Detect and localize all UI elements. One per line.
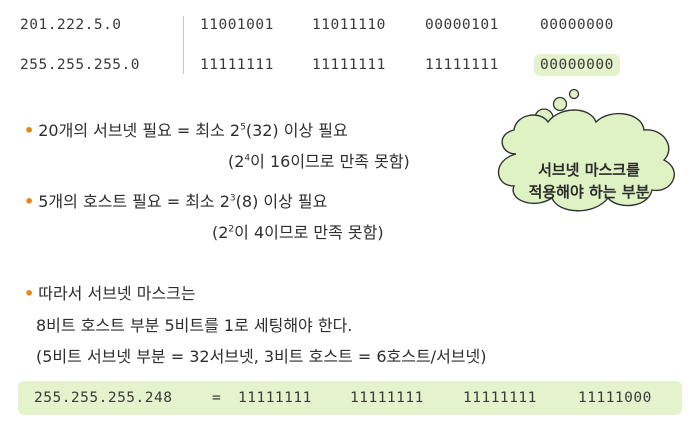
bullet-hosts: •5개의 호스트 필요 = 최소 23(8) 이상 필요 bbox=[24, 192, 328, 211]
bullet-dot: • bbox=[24, 121, 35, 140]
ip-decimal: 201.222.5.0 bbox=[20, 17, 122, 33]
result-bits-octet-1: 11111111 bbox=[238, 390, 312, 406]
bullet-dot: • bbox=[24, 192, 35, 211]
callout-text: 서브넷 마스크를 적용해야 하는 부분 bbox=[528, 161, 650, 201]
table-divider bbox=[183, 16, 184, 74]
ip-bits-octet-1: 11001001 bbox=[200, 17, 274, 33]
bullet-conclusion-line3: (5비트 서브넷 부분 = 32서브넷, 3비트 호스트 = 6호스트/서브넷) bbox=[36, 347, 487, 366]
result-equals: = bbox=[212, 390, 222, 406]
ip-bits-octet-4: 00000000 bbox=[540, 17, 614, 33]
cloud-callout-shape bbox=[498, 88, 675, 212]
mask-bits-octet-3: 11111111 bbox=[425, 57, 499, 73]
result-bar bbox=[18, 381, 682, 415]
mask-bits-octet-4-highlighted: 00000000 bbox=[534, 54, 620, 76]
result-decimal: 255.255.255.248 bbox=[34, 390, 173, 406]
bullet-subnets: •20개의 서브넷 필요 = 최소 25(32) 이상 필요 bbox=[24, 121, 348, 140]
bullet-hosts-note: (22이 4이므로 만족 못함) bbox=[212, 223, 384, 242]
mask-decimal: 255.255.255.0 bbox=[20, 57, 140, 73]
result-bits-octet-3: 11111111 bbox=[463, 390, 537, 406]
mask-bits-octet-1: 11111111 bbox=[200, 57, 274, 73]
result-bits-octet-4: 11111000 bbox=[578, 390, 652, 406]
mask-bits-octet-2: 11111111 bbox=[312, 57, 386, 73]
bullet-dot: • bbox=[24, 284, 35, 303]
ip-bits-octet-2: 11011110 bbox=[312, 17, 386, 33]
bullet-subnets-note: (24이 16이므로 만족 못함) bbox=[228, 152, 410, 171]
ip-bits-octet-3: 00000101 bbox=[425, 17, 499, 33]
bullet-conclusion-line2: 8비트 호스트 부분 5비트를 1로 세팅해야 한다. bbox=[36, 316, 353, 335]
result-bits-octet-2: 11111111 bbox=[350, 390, 424, 406]
bullet-conclusion: •따라서 서브넷 마스크는 bbox=[24, 284, 196, 303]
